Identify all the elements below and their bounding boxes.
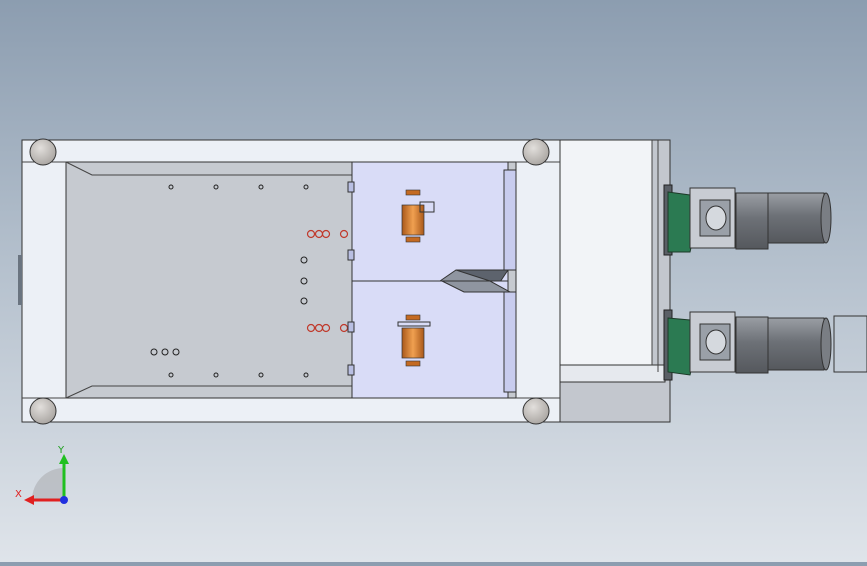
coordinate-triad: Y X (10, 440, 90, 510)
lower-motor-assembly (663, 309, 867, 381)
triad-plane-arc (32, 468, 64, 500)
mounting-holes (150, 184, 309, 378)
lower-solenoid (397, 314, 431, 367)
corner-standoffs (29, 138, 550, 425)
right-housing (559, 139, 671, 423)
red-ring-fasteners (306, 229, 349, 333)
upper-cassette (347, 161, 517, 283)
x-axis-label: X (15, 489, 22, 500)
z-axis-dot (60, 496, 68, 504)
upper-solenoid (401, 189, 435, 243)
upper-motor-assembly (663, 184, 832, 256)
lower-cassette (347, 280, 517, 399)
y-axis-label: Y (57, 445, 65, 456)
